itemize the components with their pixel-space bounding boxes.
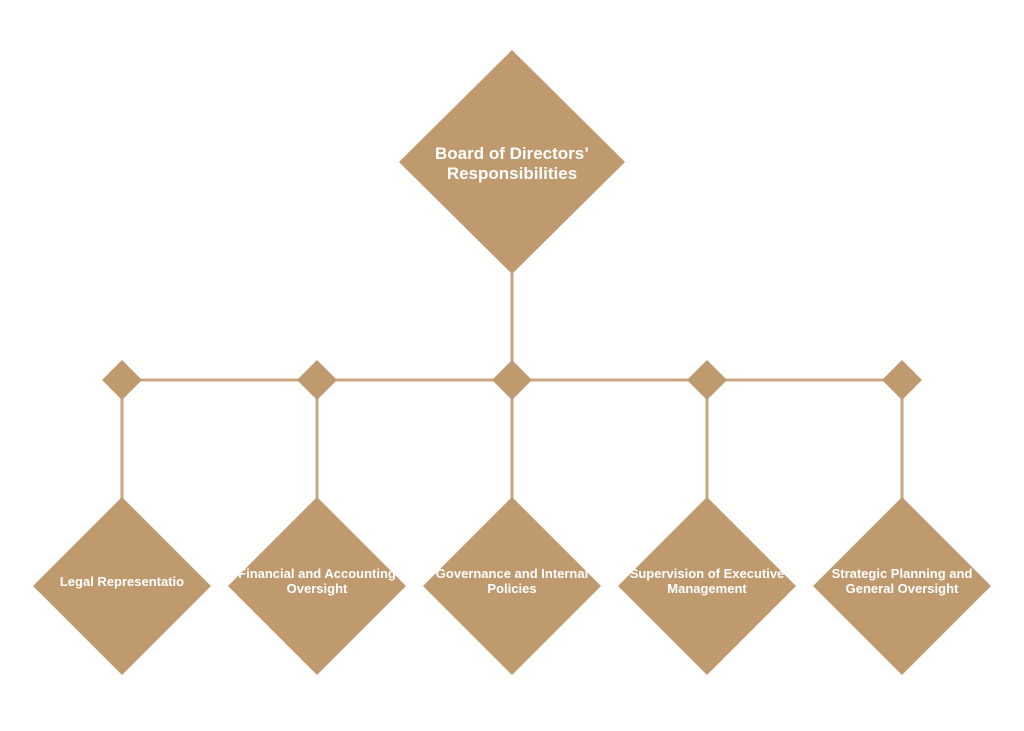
child-node-label-strategic: Strategic Planning and General Oversight: [831, 566, 973, 596]
junction-diamond-1: [102, 360, 142, 400]
child-diamond-1: [33, 497, 211, 675]
child-node-label-governance: Governance and Internal Policies: [435, 566, 589, 596]
root-node-label: Board of Directors’ Responsibilities: [435, 144, 589, 183]
child-diamond-5: [813, 497, 991, 675]
child-node-label-supervision: Supervision of Executive Management: [629, 566, 785, 596]
child-diamond-2: [228, 497, 406, 675]
child-node-label-financial: Financial and Accounting Oversight: [238, 566, 396, 596]
child-diamond-3: [423, 497, 601, 675]
root-diamond: [399, 50, 625, 274]
child-node-label-legal: Legal Representatio: [59, 573, 185, 589]
junction-diamond-4: [687, 360, 727, 400]
child-diamond-4: [618, 497, 796, 675]
junction-diamond-2: [297, 360, 337, 400]
junction-diamond-5: [882, 360, 922, 400]
junction-diamond-3: [492, 360, 532, 400]
